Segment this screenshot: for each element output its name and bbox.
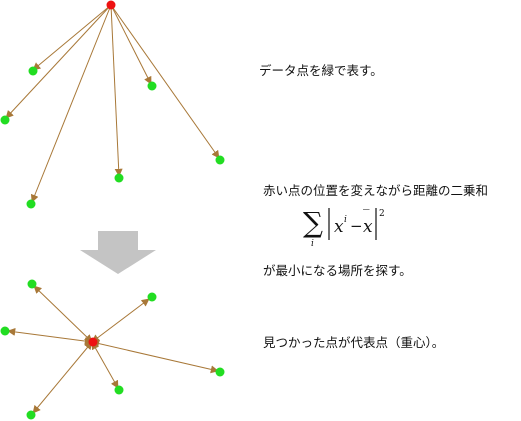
top-arrow [32, 4, 112, 71]
data-point [27, 279, 37, 289]
data-point [0, 326, 10, 336]
caption-step1: データ点を緑で表す。 [259, 63, 383, 78]
top-data-points [0, 66, 225, 209]
data-point [28, 66, 38, 76]
bottom-arrow [33, 285, 93, 343]
formula-operator: − [350, 217, 363, 235]
top-arrow [5, 4, 112, 119]
data-point [114, 385, 124, 395]
sum-of-squares-formula: ∑ i x i − ‾ x 2 [303, 206, 385, 249]
formula-superscript: i [344, 215, 347, 225]
bottom-arrows [7, 285, 219, 414]
top-arrows [5, 4, 220, 203]
sum-symbol: ∑ [303, 206, 323, 239]
bottom-arrow [32, 341, 93, 414]
bottom-arrow [91, 339, 219, 374]
data-point [0, 115, 10, 125]
sum-index: i [311, 239, 314, 249]
data-point [215, 155, 225, 165]
down-arrow-icon [80, 231, 156, 274]
top-arrow [110, 4, 220, 159]
bottom-data-points [0, 279, 225, 420]
caption-step4: 見つかった点が代表点（重心）。 [263, 335, 445, 350]
data-point [147, 292, 157, 302]
formula-variable: x [334, 217, 344, 237]
representative-point-initial [106, 0, 116, 10]
top-arrow [110, 4, 152, 85]
bottom-arrow [91, 341, 119, 389]
formula-mean-bar: ‾ [363, 208, 370, 223]
data-point [26, 410, 36, 420]
caption-step2: 赤い点の位置を変えながら距離の二乗和 [263, 183, 489, 198]
top-arrow [30, 4, 112, 203]
data-point [147, 81, 157, 91]
data-point [114, 173, 124, 183]
bottom-arrow [7, 327, 93, 346]
caption-step3: が最小になる場所を探す。 [263, 263, 412, 278]
representative-point-centroid [88, 337, 98, 347]
bottom-arrow [91, 298, 150, 343]
formula-mean: x [363, 217, 373, 237]
data-point [26, 199, 36, 209]
data-point [215, 367, 225, 377]
top-arrow [110, 4, 123, 177]
formula-exponent: 2 [379, 209, 385, 219]
